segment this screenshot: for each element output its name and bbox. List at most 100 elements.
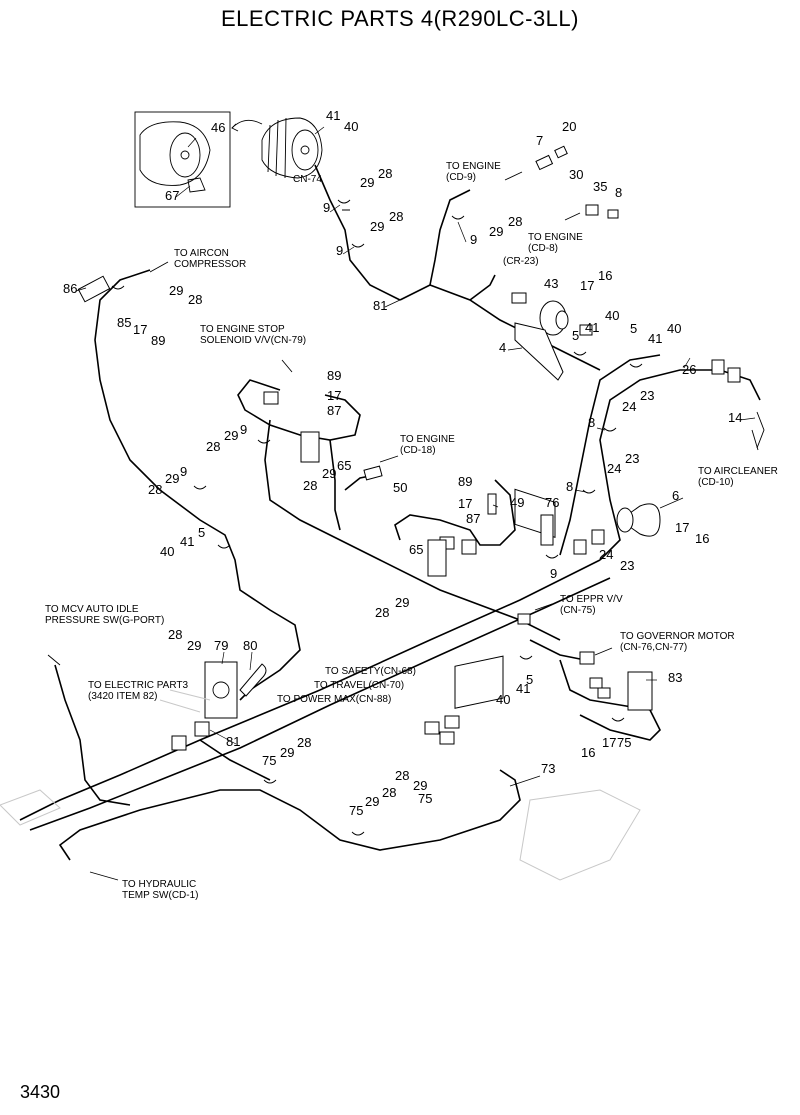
- part-number-24: 24: [622, 399, 636, 414]
- part-number-28: 28: [168, 627, 182, 642]
- part-number-28: 28: [508, 214, 522, 229]
- part-number-73: 73: [541, 761, 555, 776]
- part-number-8: 8: [566, 479, 573, 494]
- part-number-29: 29: [413, 778, 427, 793]
- leader-lines: [75, 126, 756, 787]
- part-number-76: 76: [545, 495, 559, 510]
- part-number-49: 49: [510, 495, 524, 510]
- callout-line: SOLENOID V/V(CN-79): [200, 335, 306, 346]
- page-title: ELECTRIC PARTS 4(R290LC-3LL): [221, 6, 579, 31]
- part-number-80: 80: [243, 638, 257, 653]
- part-number-75: 75: [262, 753, 276, 768]
- part-number-23: 23: [620, 558, 634, 573]
- part-number-28: 28: [188, 292, 202, 307]
- callout-label: TO GOVERNOR MOTOR(CN-76,CN-77): [620, 631, 735, 653]
- part-number-28: 28: [382, 785, 396, 800]
- part-number-16: 16: [598, 268, 612, 283]
- part-number-17: 17: [133, 322, 147, 337]
- callout-label: TO POWER MAX(CN-88): [277, 694, 391, 705]
- callout-line: TO ENGINE: [400, 434, 455, 445]
- part-number-17: 17: [580, 278, 594, 293]
- callout-line: (CD-18): [400, 445, 436, 456]
- part-number-83: 83: [668, 670, 682, 685]
- part-number-65: 65: [337, 458, 351, 473]
- part-number-8: 8: [615, 185, 622, 200]
- part-number-23: 23: [640, 388, 654, 403]
- callout-line: TO POWER MAX(CN-88): [277, 694, 391, 705]
- callout-line: TO ENGINE: [528, 232, 583, 243]
- callout-line: COMPRESSOR: [174, 259, 246, 270]
- callout-line: TO AIRCON: [174, 248, 229, 259]
- part-number-87: 87: [466, 511, 480, 526]
- aircon-compressor: [261, 117, 323, 179]
- part-number-28: 28: [297, 735, 311, 750]
- part-number-41: 41: [648, 331, 662, 346]
- callout-line: TO EPPR V/V: [560, 594, 623, 605]
- part-number-41: 41: [180, 534, 194, 549]
- part-number-46: 46: [211, 120, 225, 135]
- part-number-89: 89: [151, 333, 165, 348]
- part-number-29: 29: [370, 219, 384, 234]
- clamps-and-bolts: [111, 199, 643, 836]
- part-number-17: 17: [602, 735, 616, 750]
- part-number-9: 9: [336, 243, 343, 258]
- callout-line: (CN-75): [560, 605, 596, 616]
- harness-wires: [19, 164, 761, 861]
- callout-label: TO ELECTRIC PART3(3420 ITEM 82): [88, 680, 188, 702]
- part-number-87: 87: [327, 403, 341, 418]
- part-number-7: 7: [536, 133, 543, 148]
- part-number-9: 9: [323, 200, 330, 215]
- part-number-43: 43: [544, 276, 558, 291]
- callout-line: TO SAFETY(CN-68): [325, 666, 416, 677]
- part-number-81: 81: [373, 298, 387, 313]
- part-number-41: 41: [516, 681, 530, 696]
- part-number-24: 24: [599, 547, 613, 562]
- part-number-26: 26: [682, 362, 696, 377]
- part-number-29: 29: [489, 224, 503, 239]
- part-number-5: 5: [630, 321, 637, 336]
- part-number-79: 79: [214, 638, 228, 653]
- part-number-29: 29: [395, 595, 409, 610]
- part-number-29: 29: [322, 466, 336, 481]
- part-number-81: 81: [226, 734, 240, 749]
- part-number-23: 23: [625, 451, 639, 466]
- part-number-16: 16: [695, 531, 709, 546]
- part-number-6: 6: [672, 488, 679, 503]
- part-number-40: 40: [667, 321, 681, 336]
- part-number-35: 35: [593, 179, 607, 194]
- part-number-75: 75: [617, 735, 631, 750]
- part-number-8: 8: [588, 415, 595, 430]
- part-number-75: 75: [418, 791, 432, 806]
- part-number-30: 30: [569, 167, 583, 182]
- part-number-40: 40: [496, 692, 510, 707]
- part-number-29: 29: [224, 428, 238, 443]
- part-number-17: 17: [458, 496, 472, 511]
- callout-line: (CN-76,CN-77): [620, 642, 687, 653]
- part-number-50: 50: [393, 480, 407, 495]
- callout-line: (3420 ITEM 82): [88, 691, 157, 702]
- callout-label: TO SAFETY(CN-68): [325, 666, 416, 677]
- part-number-41: 41: [585, 320, 599, 335]
- callout-line: PRESSURE SW(G-PORT): [45, 615, 164, 626]
- callout-label: (CR-23): [503, 256, 539, 267]
- detail-inset-box: [134, 111, 231, 208]
- part-number-24: 24: [607, 461, 621, 476]
- components: [0, 111, 765, 881]
- part-number-89: 89: [458, 474, 472, 489]
- part-number-5: 5: [198, 525, 205, 540]
- page-number: 3430: [20, 1082, 61, 1102]
- part-number-16: 16: [581, 745, 595, 760]
- part-number-14: 14: [728, 410, 742, 425]
- part-number-17: 17: [327, 388, 341, 403]
- callout-line: CN-74: [293, 174, 322, 185]
- callout-label: TO ENGINE(CD-8): [528, 232, 583, 254]
- part-number-29: 29: [169, 283, 183, 298]
- part-number-65: 65: [409, 542, 423, 557]
- callout-label: TO ENGINE(CD-9): [446, 161, 501, 183]
